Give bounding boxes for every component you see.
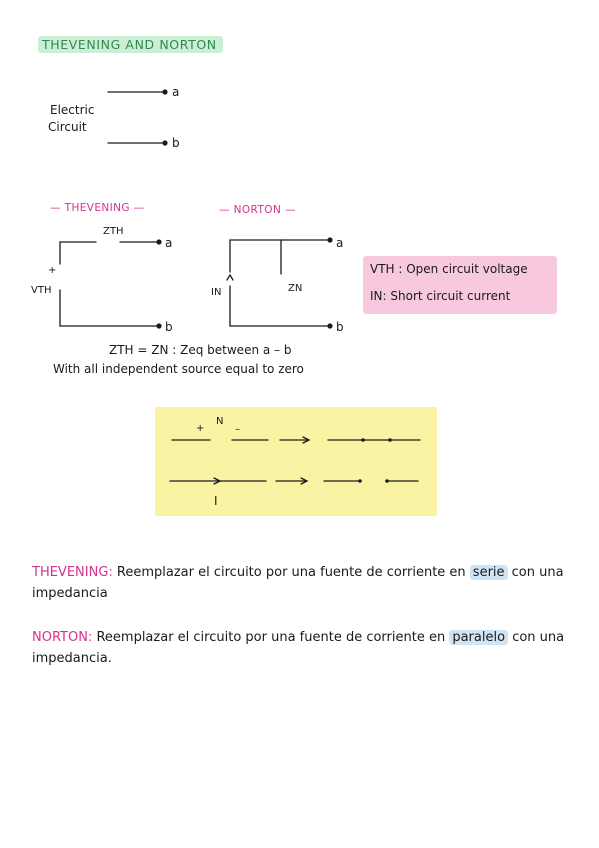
parallel-current-arrow	[213, 477, 222, 485]
thevenin-highlight: serie	[469, 565, 508, 580]
thevenin-paragraph: THEVENING: Reemplazar el circuito por un…	[32, 562, 577, 604]
terminal-a-label: a	[172, 85, 180, 99]
equivalence-equation: ZTH = ZN : Zeq between a – b	[109, 343, 292, 357]
series-parallel-box	[155, 407, 437, 516]
thevenin-source-label: VTH	[31, 285, 52, 296]
norton-paragraph: NORTON: Reemplazar el circuito por una f…	[32, 627, 577, 669]
yellow-plus-label: +	[196, 423, 205, 434]
norton-text-2: con una impedancia.	[32, 630, 565, 666]
circuit-label-line1: Electric	[50, 103, 95, 117]
thevenin-text-1: Reemplazar el circuito por una fuente de…	[112, 565, 470, 580]
in-definition: IN: Short circuit current	[370, 289, 511, 303]
terminal-a-dot	[162, 89, 168, 95]
yellow-n-label: N	[216, 416, 224, 427]
thevenin-terminal-b: b	[165, 320, 173, 334]
norton-text-1: Reemplazar el circuito por una fuente de…	[92, 630, 450, 645]
norton-heading: — NORTON —	[219, 204, 296, 216]
terminal-b-label: b	[172, 136, 180, 150]
thevenin-plus-label: +	[48, 265, 57, 276]
page-title: THEVENING AND NORTON	[38, 36, 223, 53]
terminal-b-dot	[162, 140, 168, 146]
yellow-minus-label: –	[235, 424, 240, 435]
norton-current-arrow	[226, 273, 234, 281]
series-node-1	[361, 438, 365, 442]
norton-impedance-label: ZN	[288, 283, 303, 294]
thevenin-impedance-label: ZTH	[103, 226, 124, 237]
parallel-arrow-head	[300, 477, 309, 485]
thevenin-terminal-a: a	[165, 236, 173, 250]
series-arrow-head	[302, 436, 311, 444]
equivalence-condition: With all independent source equal to zer…	[53, 362, 304, 376]
circuit-label-line2: Circuit	[48, 120, 87, 134]
thevenin-b-dot	[156, 323, 162, 329]
norton-highlight: paralelo	[449, 630, 509, 645]
thevenin-bottom-wire	[59, 289, 159, 327]
norton-terminal-a: a	[336, 236, 344, 250]
thevenin-heading: — THEVENING —	[50, 202, 145, 214]
thevenin-a-dot	[156, 239, 162, 245]
definitions-box: VTH : Open circuit voltage IN: Short cir…	[363, 256, 557, 314]
norton-top-wire	[229, 239, 330, 273]
yellow-current-label: I	[214, 494, 218, 508]
thevenin-keyword: THEVENING:	[32, 565, 113, 580]
norton-a-dot	[327, 237, 333, 243]
norton-keyword: NORTON:	[32, 630, 93, 645]
thevenin-top-left-wire	[59, 241, 97, 265]
norton-bottom-wire	[229, 285, 330, 327]
thevenin-text-2: con una impedancia	[32, 565, 564, 601]
series-node-2	[388, 438, 392, 442]
norton-terminal-b: b	[336, 320, 344, 334]
norton-b-dot	[327, 323, 333, 329]
norton-source-label: IN	[211, 287, 222, 298]
parallel-node-1	[358, 479, 362, 483]
parallel-node-2	[385, 479, 389, 483]
vth-definition: VTH : Open circuit voltage	[370, 262, 528, 276]
